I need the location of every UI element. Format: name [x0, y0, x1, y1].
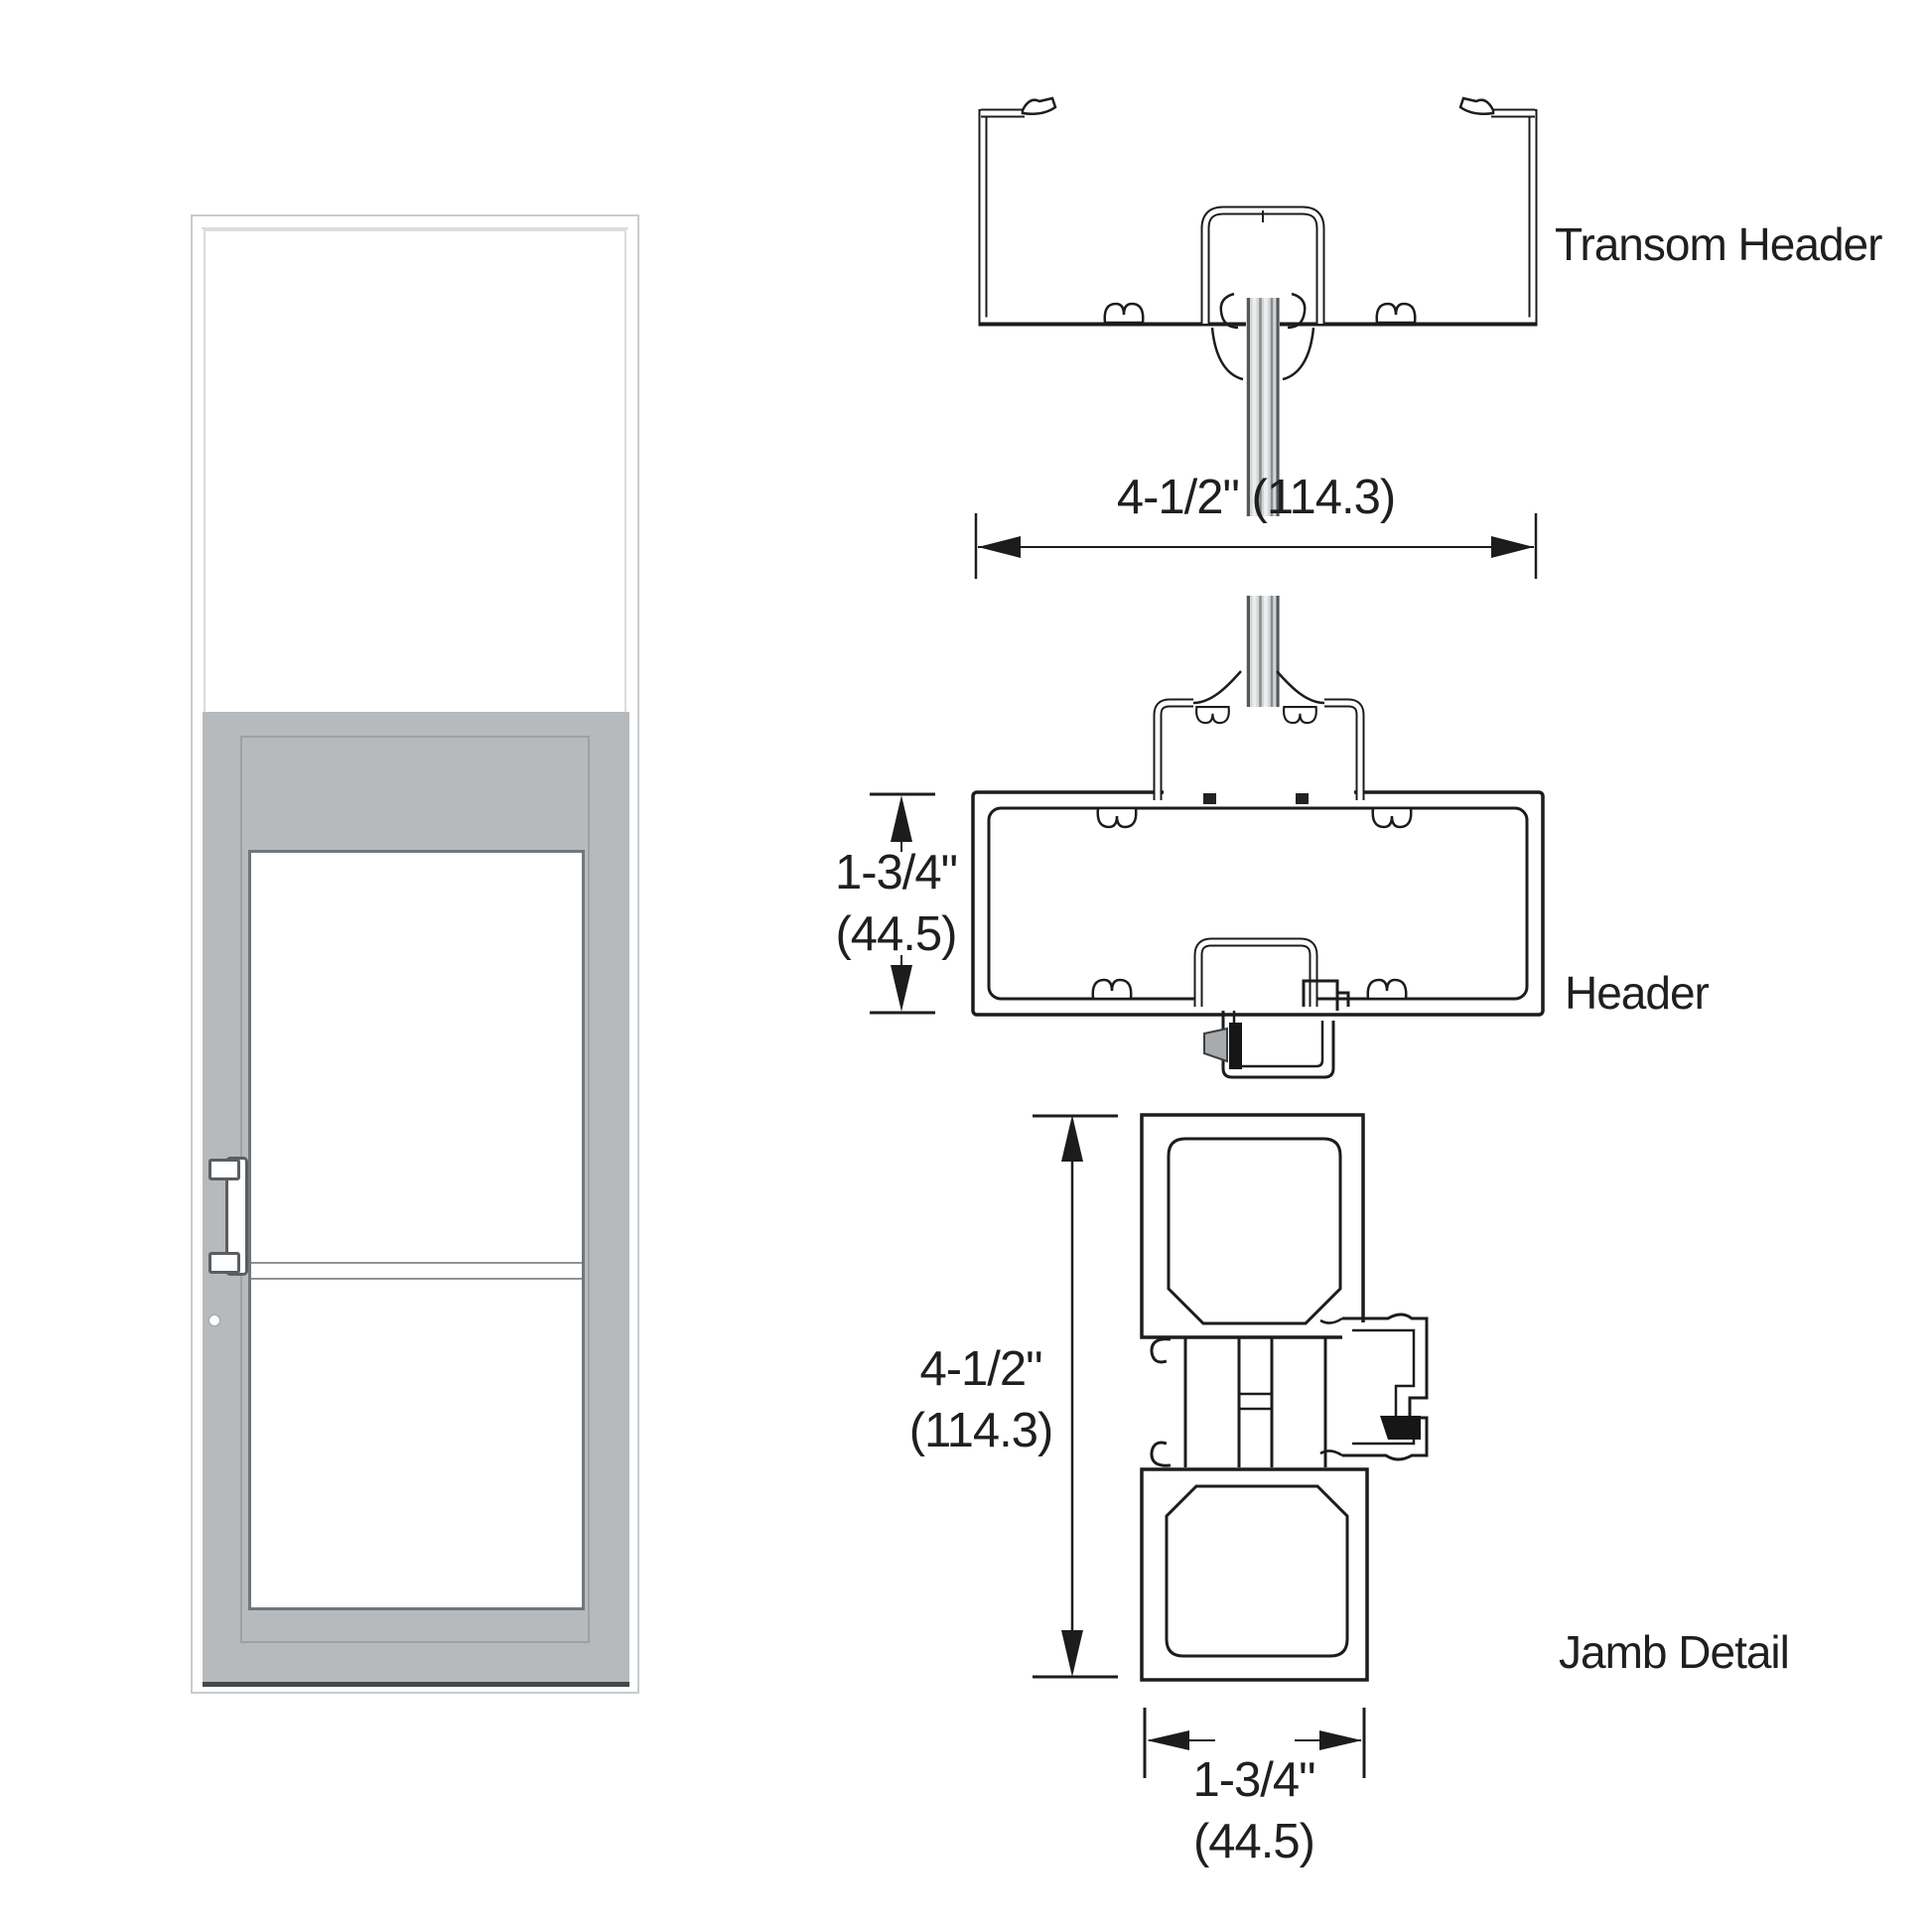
dim-header-face — [870, 792, 935, 1015]
dim-text-header-face: 1-3/4" (44.5) — [789, 842, 1003, 965]
dim-mm: (114.3) — [1251, 471, 1397, 524]
dim-inches: 4-1/2" — [919, 1342, 1042, 1396]
dim-inches: 4-1/2" — [1116, 471, 1240, 524]
transom-header-label: Transom Header — [1555, 218, 1882, 270]
section-drawings — [870, 96, 1545, 1778]
handle-post-top — [208, 1159, 240, 1180]
push-bar-line — [251, 1262, 582, 1264]
dim-mm: (44.5) — [835, 907, 957, 961]
door-glass — [248, 850, 585, 1610]
handle-post-bottom — [208, 1252, 240, 1274]
door-pull-handle — [208, 1157, 248, 1276]
jamb-weatherstrip — [1380, 1416, 1421, 1440]
door-elevation — [191, 214, 639, 1694]
push-bar-line — [251, 1278, 582, 1280]
door-leaf — [203, 712, 629, 1687]
frame-top-line — [202, 227, 628, 229]
dim-mm: (114.3) — [908, 1404, 1054, 1457]
handle-grip — [225, 1157, 248, 1276]
dim-jamb-face — [1143, 1708, 1366, 1778]
dim-text-profile-width: 4-1/2" (114.3) — [976, 470, 1536, 525]
cylinder-hole — [209, 1315, 219, 1325]
jamb-section — [1140, 1113, 1430, 1682]
dim-text-jamb-face: 1-3/4" (44.5) — [1140, 1749, 1368, 1872]
dim-jamb-depth — [1033, 1114, 1118, 1679]
dim-text-jamb-depth: 4-1/2" (114.3) — [887, 1338, 1075, 1461]
transom-panel — [204, 229, 626, 716]
header-label: Header — [1565, 967, 1710, 1019]
dim-mm: (44.5) — [1192, 1815, 1315, 1868]
header-section — [971, 670, 1545, 1079]
weatherstrip — [1229, 1023, 1242, 1069]
dim-inches: 1-3/4" — [1192, 1753, 1315, 1807]
dim-inches: 1-3/4" — [834, 846, 958, 899]
gasket — [1203, 1027, 1228, 1063]
dim-profile-width — [974, 513, 1538, 579]
door-bottom-sweep — [203, 1682, 629, 1687]
jamb-detail-label: Jamb Detail — [1559, 1626, 1790, 1678]
